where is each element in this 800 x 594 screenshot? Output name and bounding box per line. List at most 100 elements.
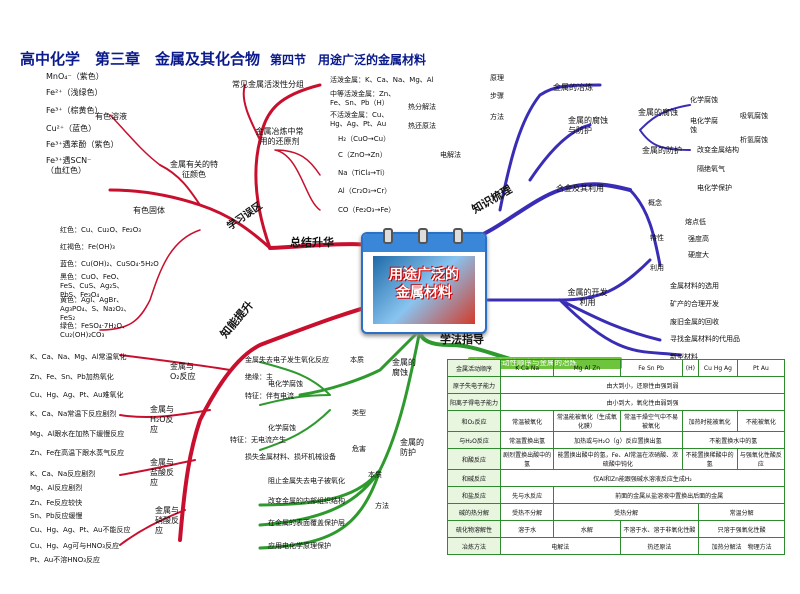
smelt-item: 方法 [490,113,504,121]
branch-corr-sub [639,104,691,151]
branch-summary-label[interactable]: 总结升华 [290,236,334,249]
branch-smelt-line [498,83,602,212]
branch-h2o-line [119,409,211,419]
corrosion-item: 化学腐蚀 [690,96,718,104]
table-cell: 常温被氧化 [500,410,555,432]
branch-ions-line [109,114,161,166]
alloy-prop: 强度高 [688,235,709,243]
mc-prot-nature-label: 本质 [368,471,382,479]
table-row: 和O₂反应 常温被氧化 常温能被氧化（生成氧化膜） 常温干燥空气中不易被氧化 加… [446,410,786,432]
table-cell: 由大到小，还原性由强到弱 [500,376,785,394]
protection-item: 隔绝氧气 [697,165,725,173]
mc-nature-label: 本质 [350,356,364,364]
center-node[interactable]: 用途广泛的金属材料 [361,228,487,334]
color-solid-label: 有色固体 [133,206,165,215]
h2o-item: Zn、Fe在高温下跟水蒸气反应 [30,449,125,457]
table-cell: K Ca Na [500,359,555,377]
mc-prot-item: 应用电化学原理保护 [268,542,331,550]
ion-item: Fe³⁺（棕黄色） [46,106,103,115]
branch-agents-line [274,149,321,211]
agent-item: H₂（CuO→Cu） [338,135,391,143]
smelt-item: 原理 [490,74,504,82]
branch-method-label[interactable]: 学法指导 [440,333,484,346]
table-cell: 受热分解 [553,503,700,521]
table-row: 阳离子得电子能力 由小到大，氧化性由弱到强 [446,393,785,411]
branch-abilities-line [178,298,397,542]
table-row: 原子失电子能力 由大到小，还原性由强到弱 [446,376,785,394]
method-item: 电解法 [440,151,461,159]
table-cell: 加热时能被氧化 [681,410,738,432]
table-cell: 硫化物溶解性 [446,520,502,538]
table-cell: Mg Al Zn [553,359,621,377]
solid-item: 蓝色：Cu(OH)₂、CuSO₄·5H₂O [60,260,159,268]
table-cell: 能置换出酸中的氢，Fe、Al常温在浓硝酸、浓硫酸中钝化 [553,448,683,470]
alloy-prop: 硬度大 [688,251,709,259]
color-solution-label: 有色溶液 [95,112,127,121]
ion-item: Fe³⁺遇苯酚（紫色） [46,140,119,149]
mc-note: 特征：伴有电流 [245,392,294,400]
mc-prot-method-label: 方法 [375,502,389,510]
binder-ring [453,228,463,244]
table-cell: 仅Al和Zn能跟强碱水溶液反应生成H₂ [500,469,785,487]
table-cell: 不溶于水、溶于非氧化性酸 [619,520,700,538]
corrosion-item: 吸氧腐蚀 [740,112,768,120]
table-cell: 剧烈置换出酸中的氢 [500,448,555,470]
development-item: 寻找金属材料的代用品 [670,335,740,343]
branch-order-line [242,84,261,141]
table-row: 和盐反应 先与水反应 前面的金属从盐溶液中置换出后面的金属 [446,486,785,504]
table-row: 金属活动顺序 K Ca Na Mg Al Zn Fe Sn Pb (H) Cu … [446,359,786,377]
branch-mc-sub [259,361,331,451]
table-cell: 不能置换水中的氢 [681,431,786,449]
nitric-reaction-label: 金属与硝酸反应 [155,506,179,535]
table-cell: 只溶于强氧化性酸 [698,520,785,538]
metal-group: 不活泼金属：Cu、Hg、Ag、Pt、Au [330,111,389,128]
page-title: 高中化学 第三章 金属及其化合物第四节 用途广泛的金属材料 [20,48,426,69]
table-cell: 受热不分解 [500,503,555,521]
mc-note: 绝缘：主 [245,373,273,381]
table-cell: 电解法 [500,537,621,555]
agent-item: Al（Cr₂O₃→Cr） [338,187,392,195]
ion-item: Fe³⁺遇SCN⁻（血红色） [46,156,92,175]
acid-item: Mg、Al反应剧烈 [30,484,83,492]
acid-item: K、Ca、Na反应剧烈 [30,470,96,478]
acid-item: Sn、Pb反应缓慢 [30,512,83,520]
solid-item: 红褐色：Fe(OH)₃ [60,243,115,251]
table-row: 硫化物溶解性 溶于水 水解 不溶于水、溶于非氧化性酸 只溶于强氧化性酸 [446,520,785,538]
title-main: 高中化学 第三章 金属及其化合物 [20,50,261,68]
development-item: 金属材料的选用 [670,282,719,290]
activity-table: 金属活动顺序 K Ca Na Mg Al Zn Fe Sn Pb (H) Cu … [446,359,786,555]
o2-item: Zn、Fe、Sn、Pb加热氧化 [30,373,114,381]
table-cell: 碱的热分解 [446,503,502,521]
table-cell: 加热或与H₂O（g）反应置换出氢 [553,431,683,449]
table-cell: 前面的金属从盐溶液中置换出后面的金属 [553,486,785,504]
center-node-label: 用途广泛的金属材料 [389,267,459,301]
table-row: 与H₂O反应 常温置换出氢 加热或与H₂O（g）反应置换出氢 不能置换水中的氢 [446,431,786,449]
table-cell: 常温置换出氢 [500,431,555,449]
h2o-item: Mg、Al跟水在加热下缓慢反应 [30,430,125,438]
alloy-item: 利用 [650,264,664,272]
mc-nature-text: 金属失去电子发生氧化反应 [245,356,329,364]
table-cell: 原子失电子能力 [446,376,502,394]
ion-item: Fe²⁺（浅绿色） [46,88,103,97]
development-item: 矿产的合理开发 [670,300,719,308]
table-cell: 与强氧化性酸反应 [736,448,786,470]
table-cell: Pt Au [736,359,786,377]
table-cell: (H) [681,359,700,377]
alloy-prop: 熔点低 [685,218,706,226]
alloy-label: 合金及其利用 [556,184,604,193]
method-item: 热还原法 [408,122,436,130]
table-cell: 与H₂O反应 [446,431,502,449]
table-cell: 不能置换稀酸中的氢 [681,448,738,470]
solid-item: 绿色：FeSO₄·7H₂O、Cu₂(OH)₂CO₃ [60,322,129,339]
binder-ring [383,228,393,244]
branch-feature-line [159,164,201,206]
feature-color-label: 金属有关的特征颜色 [170,160,218,179]
mc-electro-label: 电化学腐蚀 [268,380,303,388]
protection-item: 电化学保护 [697,184,732,192]
mc-note: 特征：无电流产生 [230,436,286,444]
smelt-label: 金属的冶炼 [553,83,593,92]
branch-hno3-line [119,509,186,546]
activity-order-label: 常见金属活泼性分组 [232,80,304,89]
mc-prot-item: 在金属的表面覆盖保护层 [268,519,345,527]
